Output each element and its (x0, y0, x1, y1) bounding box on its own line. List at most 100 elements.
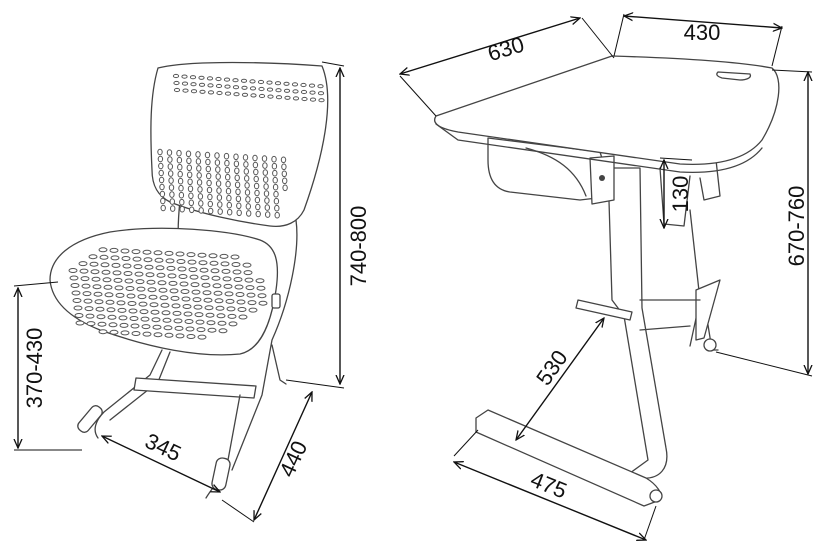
perforation-hole (282, 184, 288, 192)
perforation-hole (317, 84, 324, 89)
perforation-hole (185, 150, 192, 158)
perforation-hole (174, 325, 184, 331)
desk-front-foot (649, 489, 663, 503)
desk-knob-icon (599, 175, 605, 181)
perforation-hole (191, 289, 201, 295)
perforation-hole (223, 283, 233, 289)
perforation-hole (205, 312, 215, 318)
perforation-hole (214, 152, 220, 159)
chair-width-dimension-line (102, 436, 220, 492)
perforation-hole (168, 184, 175, 191)
perforation-hole (120, 248, 130, 254)
perforation-hole (96, 314, 106, 320)
perforation-hole (197, 186, 203, 193)
ext-line (715, 351, 813, 377)
perforation-hole (158, 176, 165, 184)
perforation-hole (208, 253, 218, 259)
perforation-hole (186, 157, 192, 165)
perforation-hole (164, 250, 174, 256)
perforation-hole (113, 277, 123, 283)
perforation-hole (186, 252, 196, 258)
perforation-hole (125, 286, 135, 291)
chair-height-label: 740-800 (346, 206, 371, 287)
perforation-hole (176, 149, 182, 157)
perforation-hole (178, 184, 184, 192)
perforation-hole (124, 278, 134, 284)
perforation-hole (249, 86, 257, 91)
perforation-hole (123, 271, 133, 276)
perforation-hole (234, 174, 240, 182)
perforation-hole (116, 300, 126, 306)
perforation-hole (254, 189, 260, 197)
perforation-hole (186, 164, 193, 172)
perforation-hole (152, 324, 162, 330)
perforation-hole (248, 307, 258, 313)
perforation-hole (121, 256, 131, 261)
perforation-hole (90, 269, 100, 275)
perforation-hole (133, 264, 143, 270)
desk-rear-foot (703, 338, 717, 352)
perforation-hole (221, 268, 231, 274)
perforation-hole (69, 275, 79, 281)
perforation-hole (158, 169, 164, 177)
perforation-hole (94, 299, 104, 305)
perforation-hole (159, 183, 165, 191)
perforation-hole (120, 330, 130, 336)
perforation-hole (245, 203, 252, 210)
ext-line (321, 61, 345, 67)
desk-top-depth-dimension-line (624, 16, 782, 28)
perforation-hole (167, 156, 173, 163)
perforation-hole (108, 322, 118, 328)
perforation-hole (300, 89, 308, 95)
perforation-hole (141, 324, 151, 330)
perforation-hole (197, 193, 204, 200)
perforation-hole (114, 285, 124, 291)
perforation-hole (157, 155, 164, 163)
perforation-hole (130, 323, 140, 329)
perforation-hole (261, 155, 268, 162)
perforation-hole (209, 260, 219, 266)
perforation-hole (257, 79, 265, 85)
perforation-hole (271, 155, 277, 163)
perforation-hole (168, 177, 174, 184)
perforation-hole (190, 282, 200, 288)
perforation-hole (241, 92, 249, 97)
perforation-hole (167, 163, 174, 170)
perforation-hole (204, 305, 214, 311)
perforation-hole (178, 274, 188, 279)
perforation-hole (182, 304, 192, 309)
perforation-hole (218, 328, 228, 334)
perforation-hole (206, 172, 212, 180)
perforation-hole (224, 159, 230, 167)
perforation-hole (202, 290, 212, 296)
perforation-hole (235, 195, 242, 203)
perforation-hole (83, 298, 93, 304)
perforation-hole (183, 311, 193, 317)
perforation-hole (176, 156, 183, 164)
desk-top-width-label: 630 (485, 32, 527, 67)
perforation-hole (103, 284, 113, 290)
perforation-hole (238, 314, 248, 320)
perforation-hole (205, 165, 212, 173)
perforation-hole (206, 179, 212, 187)
perforation-hole (255, 278, 265, 284)
perforation-hole (160, 204, 166, 212)
perforation-hole (177, 266, 187, 272)
perforation-hole (178, 191, 185, 199)
ext-line (13, 281, 59, 287)
perforation-hole (245, 196, 251, 203)
perforation-hole (97, 321, 107, 327)
perforation-hole (88, 254, 98, 260)
perforation-hole (250, 93, 257, 98)
perforation-hole (292, 89, 299, 94)
perforation-hole (160, 302, 170, 308)
perforation-hole (291, 82, 299, 87)
perforation-hole (247, 300, 257, 306)
ext-line (771, 69, 813, 73)
perforation-hole (112, 270, 122, 276)
desk-top-edge (435, 123, 763, 174)
perforation-hole (262, 162, 268, 169)
perforation-hole (272, 169, 278, 177)
perforation-hole (74, 313, 84, 318)
perforation-hole (132, 256, 142, 262)
